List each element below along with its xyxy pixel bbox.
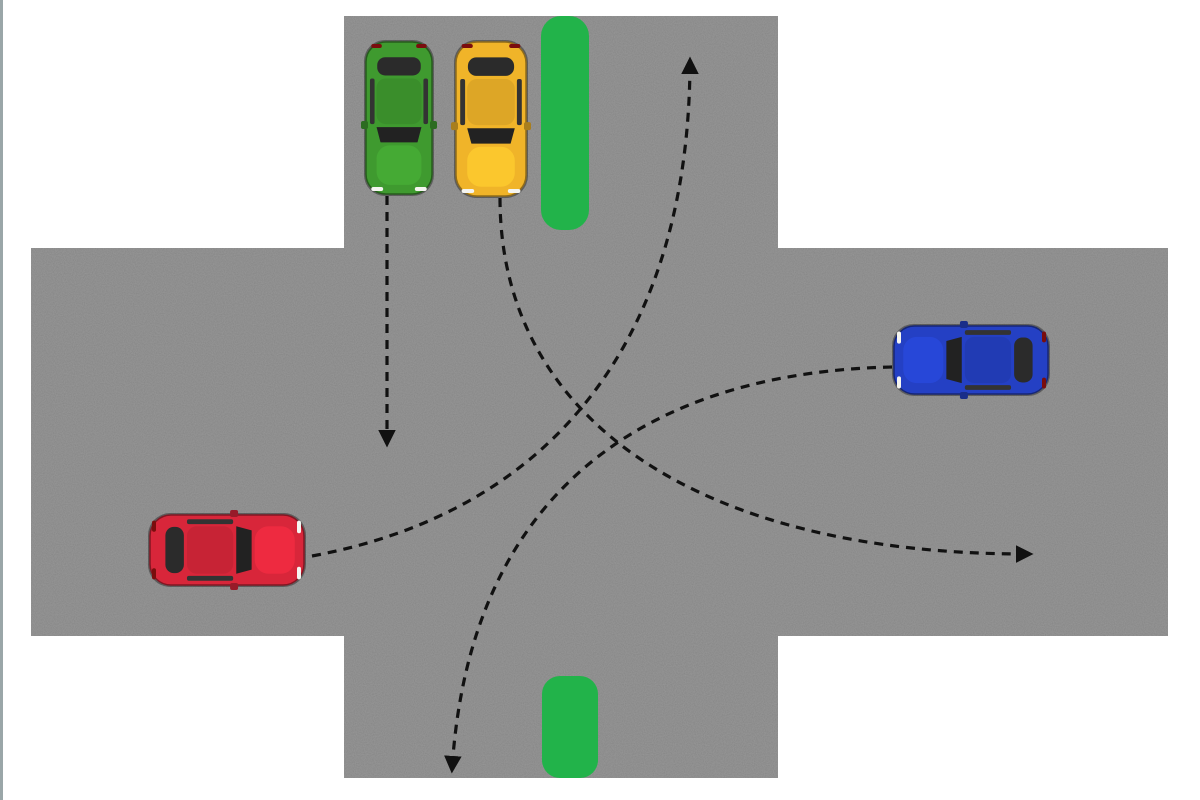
red-car-taillight-right [152, 520, 156, 532]
green-car-rear-window [377, 57, 421, 76]
left-edge-strip [0, 0, 3, 800]
yellow-car-taillight-left [461, 44, 473, 48]
yellow-car-mirror-right [524, 122, 531, 131]
red-car-side-window-left [186, 575, 234, 581]
blue-car-rear-window [1014, 337, 1033, 383]
blue-car-hood [903, 336, 944, 384]
red-car-rear-window [165, 526, 184, 574]
green-car [361, 40, 437, 196]
green-car-side-window-right [423, 78, 429, 125]
north-median [541, 16, 589, 230]
green-car-headlight-left [371, 187, 384, 191]
south-median [542, 676, 598, 778]
green-car-taillight-right [416, 44, 427, 48]
asphalt-texture [31, 16, 1168, 778]
blue-car-side-window-right [964, 385, 1012, 390]
blue-car-roof [964, 336, 1012, 384]
red-car-roof [186, 526, 234, 574]
green-car-side-window-left [369, 78, 375, 125]
green-car-hood [376, 145, 422, 185]
red-car-headlight-left [297, 566, 301, 580]
yellow-car-hood [467, 146, 515, 187]
red-car-taillight-left [152, 568, 156, 580]
yellow-car-rear-window [467, 57, 515, 76]
road-surface [31, 16, 1168, 778]
red-car [148, 510, 306, 590]
yellow-car-roof [467, 78, 515, 126]
green-car-taillight-left [371, 44, 382, 48]
green-car-mirror-left [361, 121, 368, 130]
red-car-headlight-right [297, 520, 301, 534]
movement-paths [311, 56, 1034, 774]
blue-car-mirror-left [959, 321, 968, 328]
red-car-windshield [236, 526, 252, 574]
blue-car-taillight-left [1042, 331, 1046, 343]
red-car-side-window-right [186, 519, 234, 525]
blue-path-left-turn [444, 365, 893, 774]
blue-car-windshield [946, 336, 962, 384]
blue-car-headlight-left [897, 331, 901, 344]
vehicles [148, 40, 1050, 590]
yellow-car-windshield [467, 128, 515, 144]
blue-car-mirror-right [959, 392, 968, 399]
yellow-car-mirror-left [451, 122, 458, 131]
green-car-windshield [376, 127, 422, 143]
blue-car [892, 321, 1050, 399]
yellow-car [451, 40, 531, 198]
blue-car-headlight-right [897, 376, 901, 389]
blue-car-taillight-right [1042, 377, 1046, 389]
blue-car-side-window-left [964, 330, 1012, 335]
yellow-car-taillight-right [509, 44, 521, 48]
yellow-path-left-turn [498, 197, 1034, 563]
yellow-car-side-window-left [460, 78, 466, 126]
yellow-car-headlight-left [461, 189, 475, 193]
red-car-mirror-left [230, 583, 239, 590]
green-car-mirror-right [430, 121, 437, 130]
red-path-left-turn [311, 56, 699, 558]
green-car-headlight-right [414, 187, 427, 191]
yellow-car-headlight-right [507, 189, 521, 193]
green-car-roof [376, 78, 422, 125]
yellow-car-side-window-right [516, 78, 522, 126]
red-car-mirror-right [230, 510, 239, 517]
red-car-hood [254, 526, 295, 574]
